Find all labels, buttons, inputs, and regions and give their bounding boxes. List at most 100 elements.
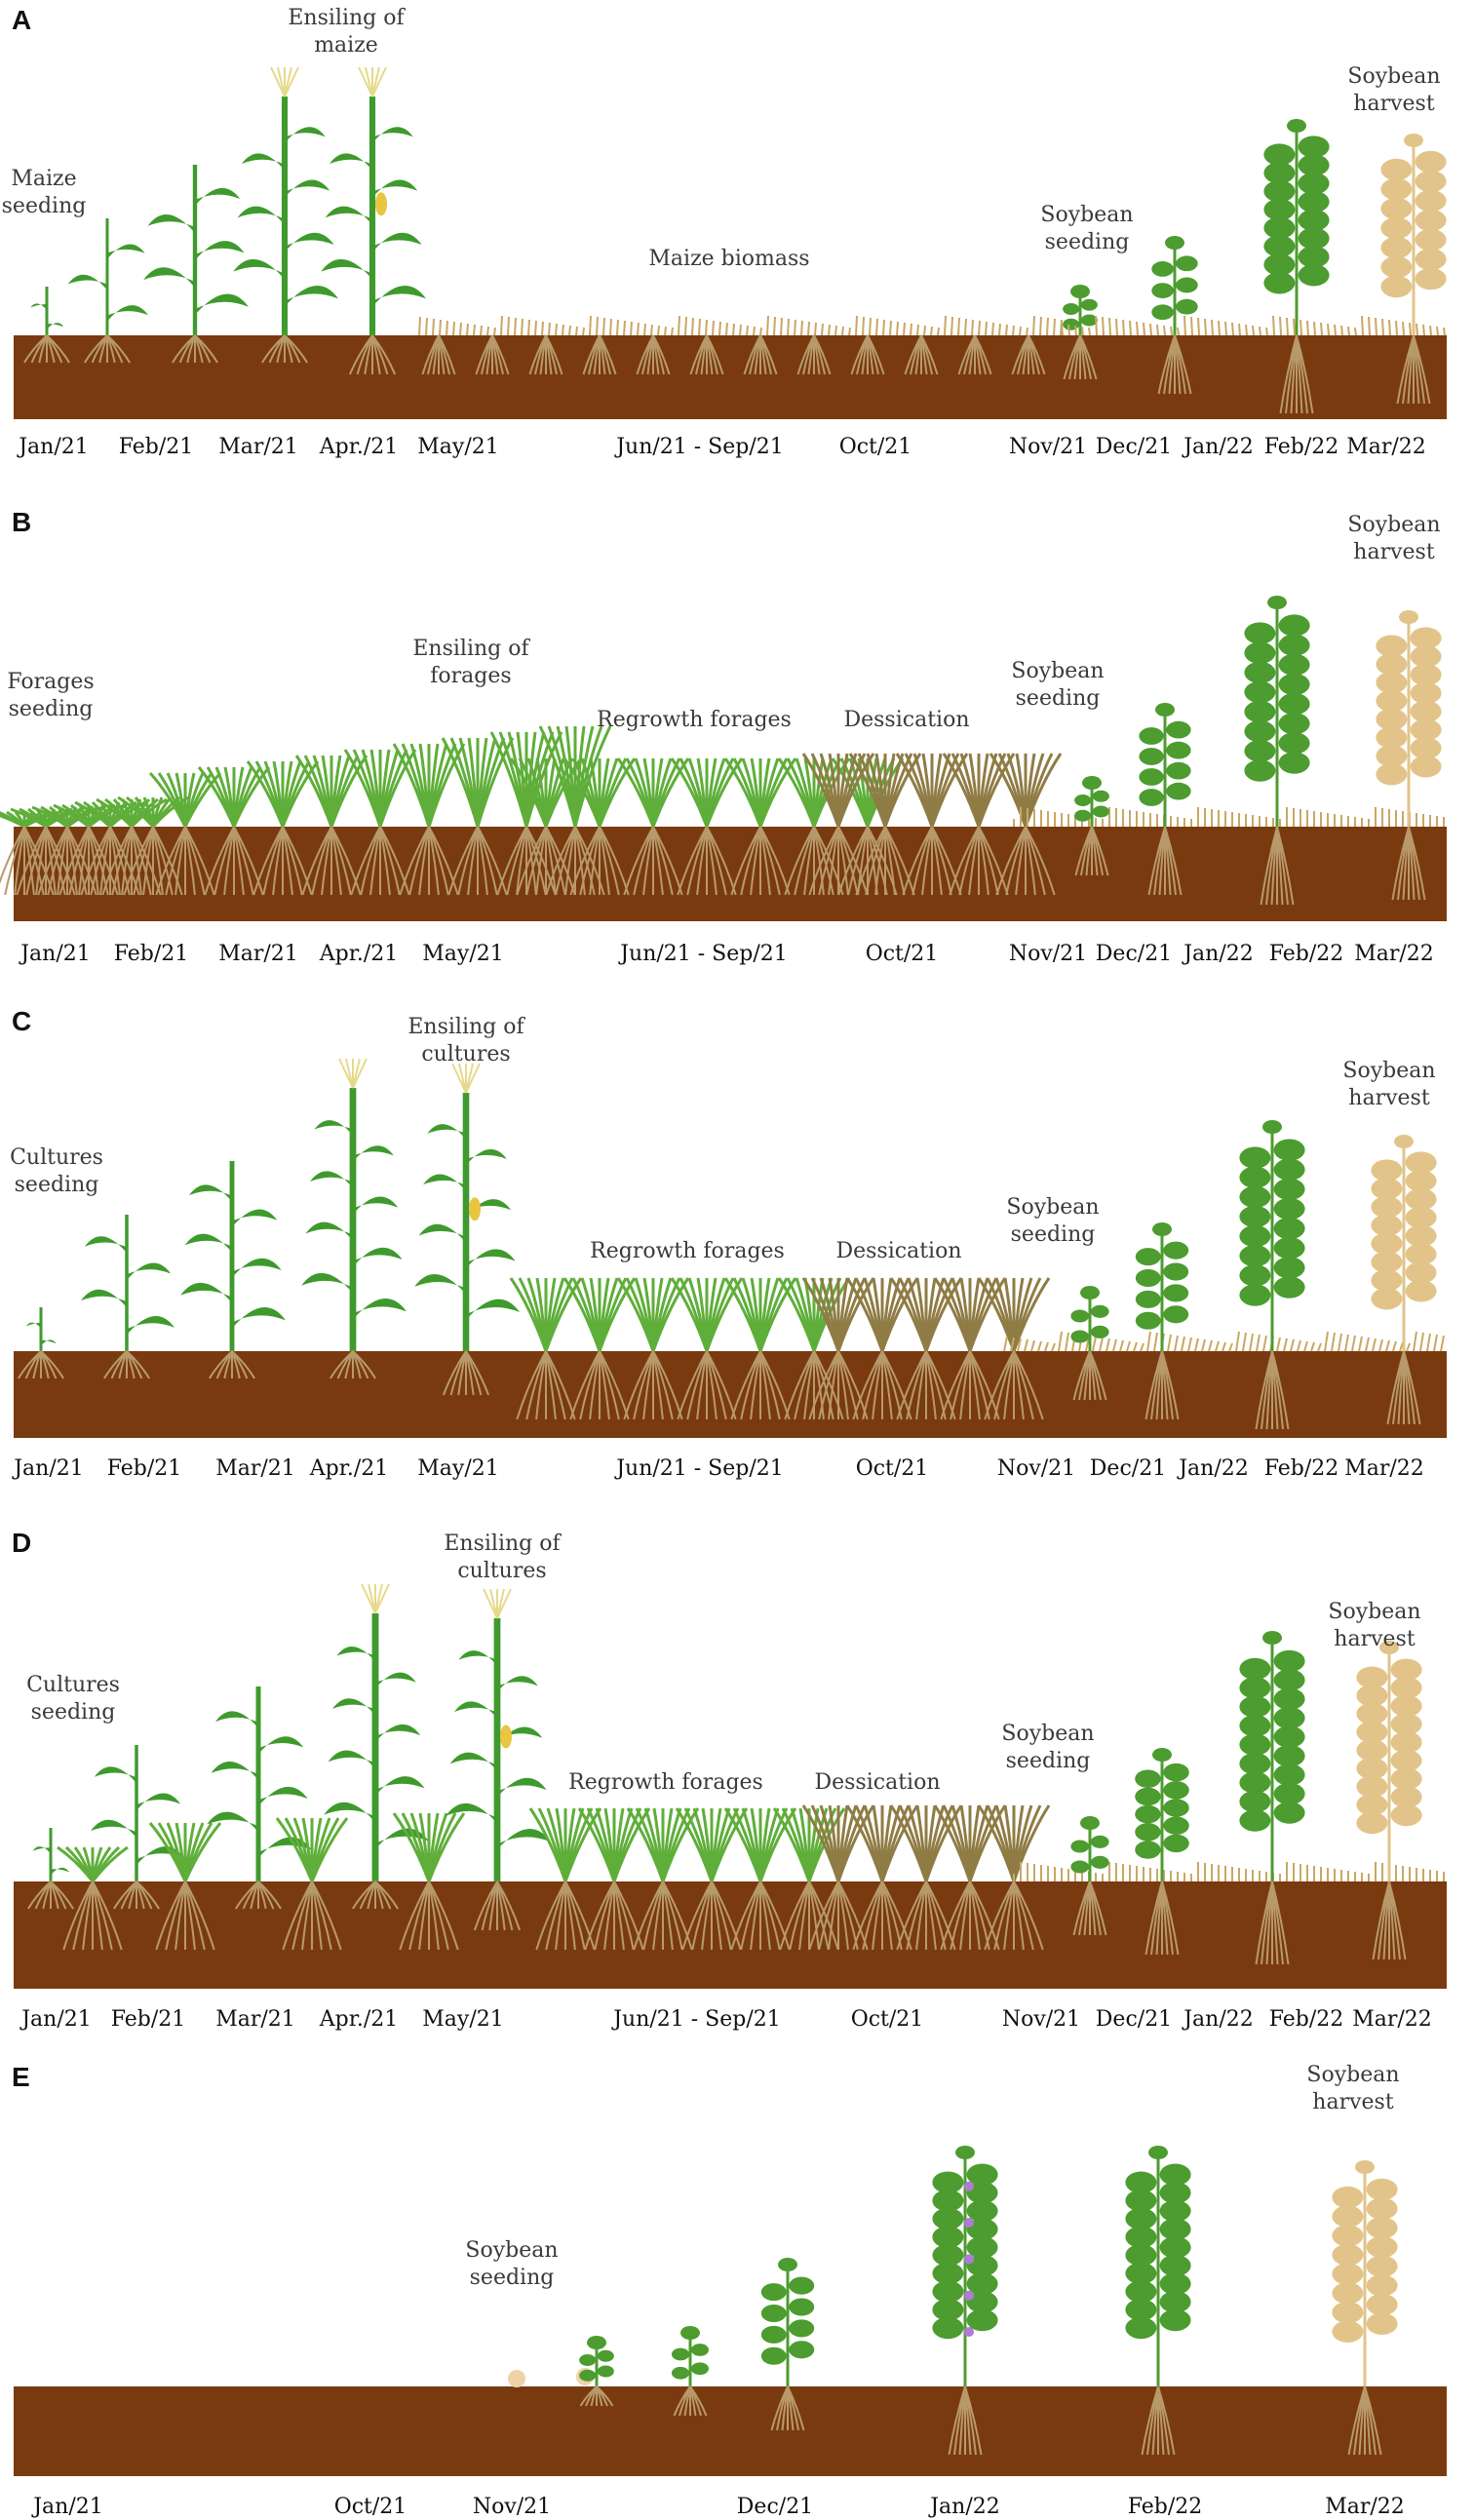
month-label: Jan/21 (31, 2495, 103, 2519)
roots (1260, 826, 1295, 906)
roots (584, 1880, 644, 1951)
straw-residue (1003, 1331, 1445, 1352)
roots (1279, 334, 1314, 414)
roots (1011, 334, 1046, 375)
roots (1391, 826, 1426, 901)
month-label: Oct/21 (856, 1456, 929, 1481)
month-label: Jan/21 (19, 942, 91, 966)
month-label: Nov/21 (1002, 2007, 1080, 2032)
roots (948, 2385, 983, 2456)
roots (23, 334, 70, 364)
forage-plant (392, 1812, 466, 1951)
soybean-plant (1332, 2160, 1398, 2456)
roots (673, 2385, 708, 2417)
month-label: Dec/21 (1096, 435, 1172, 459)
month-label: Feb/22 (1264, 1456, 1339, 1481)
month-label: Feb/21 (107, 1456, 182, 1481)
roots (623, 1350, 683, 1420)
roots (235, 1880, 282, 1910)
roots (252, 826, 313, 896)
roots (850, 334, 885, 375)
month-label: Mar/22 (1354, 942, 1434, 966)
soybean-plant (1151, 236, 1198, 395)
soybean-plant (1070, 1286, 1109, 1401)
month-label: Nov/21 (473, 2495, 551, 2519)
soybean-plant (1244, 596, 1310, 906)
month-label: Feb/22 (1269, 2007, 1344, 2032)
roots (1141, 2385, 1176, 2456)
straw-residue (1061, 315, 1446, 336)
soybean-plant (1239, 1120, 1305, 1430)
roots (516, 826, 576, 896)
maize-plant (27, 1828, 74, 1910)
month-label: Nov/21 (997, 1456, 1075, 1481)
roots (1072, 1880, 1107, 1936)
roots (399, 1880, 459, 1951)
maize-plant (321, 66, 426, 375)
roots (940, 1880, 1000, 1951)
maize-plant (324, 1583, 429, 1910)
forage-plant (801, 1804, 875, 1951)
roots (516, 1350, 576, 1420)
forage-plant (801, 753, 875, 896)
soybean-plant (579, 2336, 614, 2407)
soybean-plant (1371, 1135, 1437, 1425)
roots (84, 334, 131, 364)
roots (770, 2385, 805, 2431)
forage-plant (845, 1277, 919, 1420)
month-label: Mar/21 (218, 435, 298, 459)
roots (1347, 2385, 1382, 2456)
maize-plant (80, 1215, 175, 1379)
roots (837, 826, 898, 896)
forage-plant (933, 1804, 1007, 1951)
month-label: May/21 (417, 435, 498, 459)
forage-plant (616, 757, 690, 896)
month-label: Dec/21 (1096, 2007, 1172, 2032)
stage-label: Maize biomass (648, 247, 809, 271)
month-label: Jan/21 (17, 435, 89, 459)
forage-plant (895, 753, 969, 896)
forage-plant (343, 749, 417, 896)
forage-plant (670, 1277, 744, 1420)
roots (1074, 826, 1109, 876)
maize-plant (67, 218, 148, 364)
month-label: Jan/22 (1177, 1456, 1249, 1481)
month-label: Apr./21 (319, 942, 398, 966)
month-label: Oct/21 (866, 942, 939, 966)
month-label: Mar/22 (1325, 2495, 1405, 2519)
roots (1255, 1880, 1290, 1965)
roots (209, 1350, 255, 1379)
month-label: Mar/22 (1344, 1456, 1424, 1481)
roots (330, 1350, 376, 1379)
forage-plant (670, 757, 744, 896)
roots (579, 2385, 614, 2407)
month-label: Mar/22 (1346, 435, 1426, 459)
straw-residue (418, 315, 1063, 336)
month-label: Jan/22 (1182, 942, 1254, 966)
stage-label: Regrowth forages (590, 1239, 785, 1263)
month-label: May/21 (422, 2007, 503, 2032)
forage-plant (441, 737, 515, 896)
month-label: Jun/21 - Sep/21 (614, 1456, 784, 1481)
stage-label: Regrowth forages (568, 1770, 763, 1795)
month-label: Jan/21 (19, 2007, 92, 2032)
soil-strip (14, 2386, 1447, 2476)
roots (1386, 1350, 1421, 1425)
month-label: Jan/21 (12, 1456, 84, 1481)
forage-plant (117, 795, 189, 896)
month-label: Mar/21 (218, 942, 298, 966)
forage-plant (197, 766, 271, 896)
roots (940, 1350, 1000, 1420)
roots (1255, 1350, 1290, 1430)
maize-plant (233, 66, 338, 364)
month-label: Jan/22 (928, 2495, 1000, 2519)
soil-layer (14, 335, 1447, 2476)
month-label: Feb/22 (1264, 435, 1339, 459)
roots (103, 1350, 150, 1379)
roots (172, 334, 218, 364)
month-label: Jun/21 - Sep/21 (618, 942, 788, 966)
